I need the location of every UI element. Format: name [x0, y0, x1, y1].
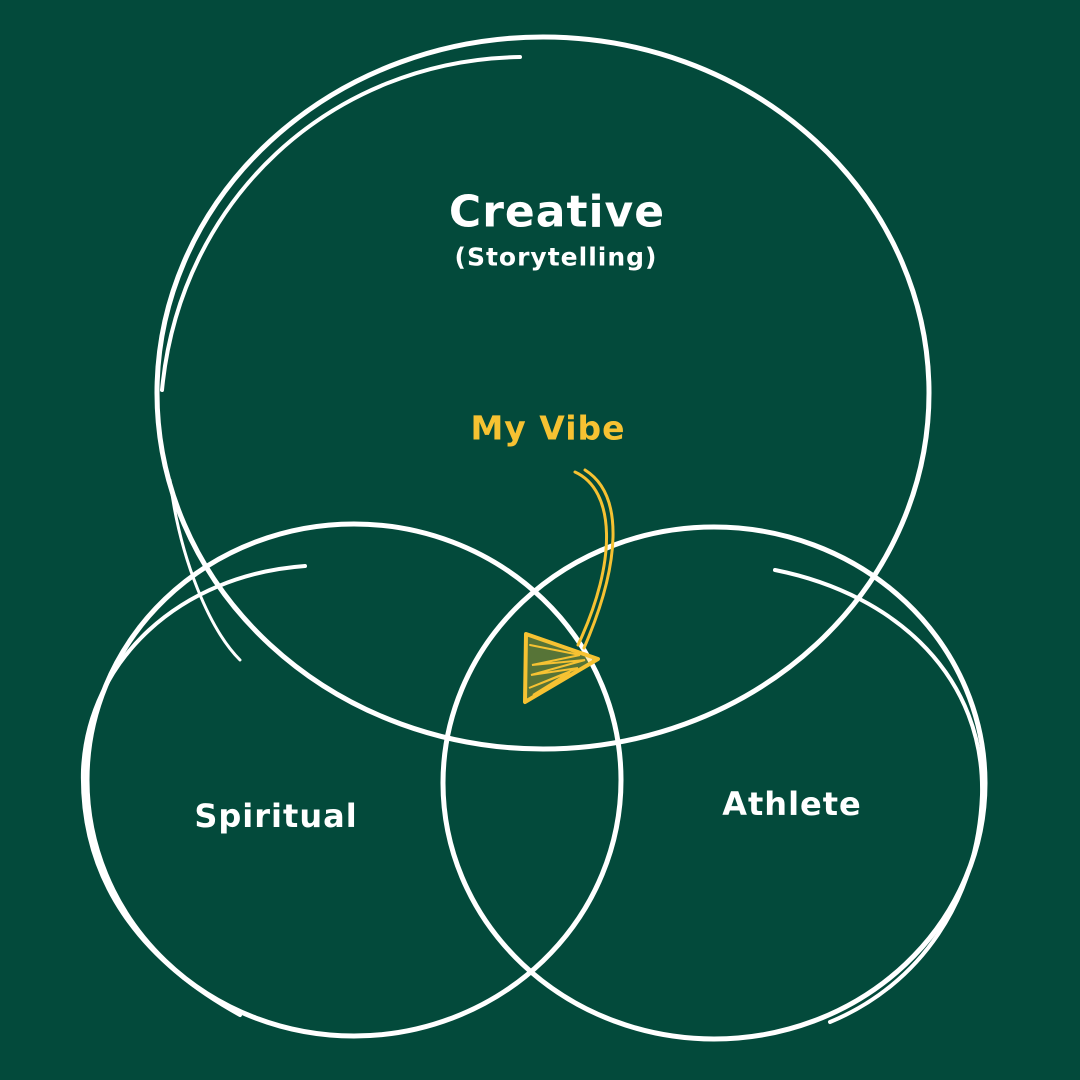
athlete-label: Athlete: [722, 785, 862, 823]
hand-drawn-arrow-icon: [523, 468, 615, 704]
creative-label: Creative: [448, 186, 666, 238]
my-vibe-label: My Vibe: [470, 408, 626, 448]
creative-circle-sketch-stroke: [160, 55, 522, 392]
spiritual-circle: [84, 521, 624, 1039]
spiritual-circle-sketch-stroke: [80, 564, 307, 1017]
creative-circle-sketch-stroke: [168, 478, 242, 662]
athlete-circle: [440, 524, 988, 1042]
athlete-circle-sketch-stroke: [773, 568, 985, 1024]
creative-sublabel: (Storytelling): [454, 242, 658, 272]
spiritual-label: Spiritual: [194, 797, 358, 835]
circle-outlines: [80, 34, 988, 1042]
creative-circle: [154, 34, 932, 752]
